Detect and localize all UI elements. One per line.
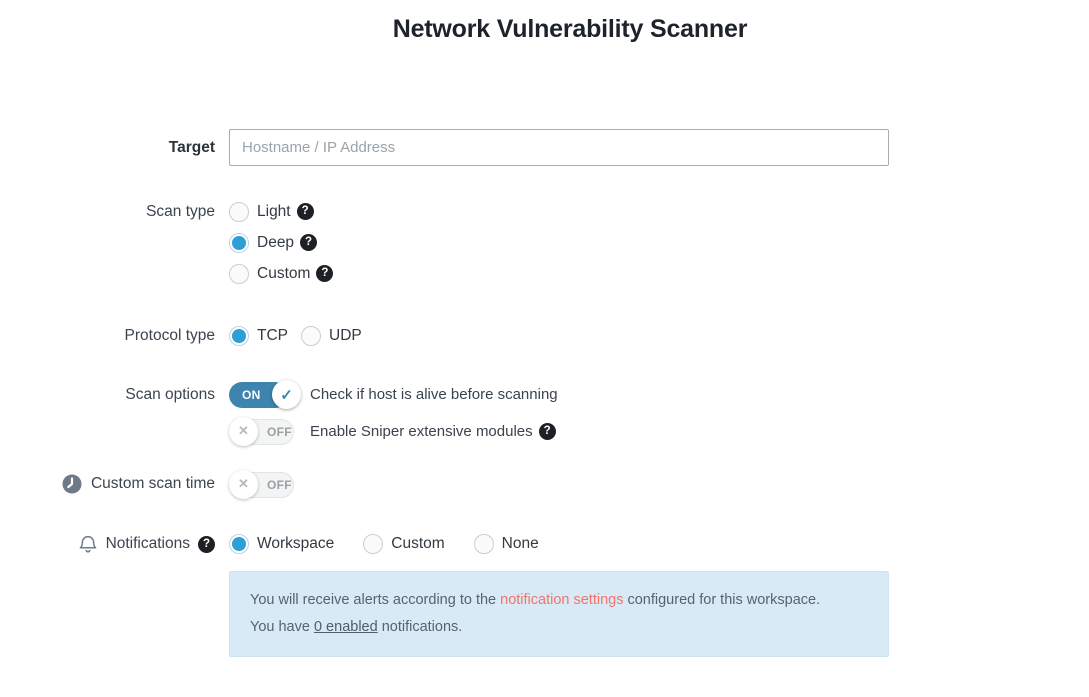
radio-notif-custom[interactable]	[363, 534, 384, 554]
help-icon[interactable]: ?	[316, 265, 334, 282]
radio-deep-label[interactable]: Deep	[257, 233, 295, 251]
toggle-sniper-label: Enable Sniper extensive modules	[310, 422, 533, 440]
radio-tcp[interactable]	[229, 326, 249, 346]
notification-option-workspace[interactable]: Workspace	[229, 534, 334, 554]
protocol-option-tcp[interactable]: TCP	[229, 326, 288, 346]
toggle-knob[interactable]: ✓	[272, 380, 301, 409]
notification-settings-link[interactable]: notification settings	[500, 592, 624, 608]
scan-options-row-sniper: OFF ✕ Enable Sniper extensive modules ?	[0, 416, 556, 446]
radio-udp[interactable]	[301, 326, 321, 346]
enabled-notifications-link[interactable]: 0 enabled	[313, 619, 378, 635]
radio-deep[interactable]	[229, 232, 249, 253]
radio-none[interactable]	[473, 534, 494, 554]
info-line1-suffix: configured for this workspace.	[623, 592, 821, 608]
notifications-row: Notifications ? Workspace Custom None	[0, 529, 539, 559]
target-label: Target	[168, 138, 215, 156]
protocol-type-label: Protocol type	[124, 327, 215, 344]
scan-type-option-light[interactable]: Light ?	[229, 201, 314, 222]
radio-none-label[interactable]: None	[501, 535, 539, 552]
info-line-2: You have 0 enabled notifications.	[250, 614, 868, 641]
notification-option-custom[interactable]: Custom	[363, 534, 445, 554]
info-line-1: You will receive alerts according to the…	[250, 587, 868, 614]
help-icon[interactable]: ?	[296, 203, 314, 220]
toggle-host-alive-label: Check if host is alive before scanning	[310, 386, 558, 403]
toggle-custom-scan-time[interactable]: OFF ✕	[229, 469, 301, 499]
check-icon: ✓	[280, 386, 293, 404]
radio-light[interactable]	[229, 201, 249, 222]
help-icon[interactable]: ?	[300, 234, 318, 251]
notifications-info-box: You will receive alerts according to the…	[229, 571, 889, 657]
protocol-option-udp[interactable]: UDP	[301, 326, 362, 346]
target-input[interactable]	[229, 129, 889, 166]
info-line2-text: You have	[250, 619, 314, 635]
radio-light-label[interactable]: Light	[257, 202, 291, 220]
custom-scan-time-row: Custom scan time OFF ✕	[0, 469, 301, 499]
clock-icon	[62, 474, 82, 494]
help-icon[interactable]: ?	[538, 422, 556, 440]
info-line1-text: You will receive alerts according to the	[250, 592, 501, 608]
radio-udp-label[interactable]: UDP	[329, 327, 362, 344]
scan-options-row-host-alive: Scan options ON ✓ Check if host is alive…	[0, 379, 558, 410]
scan-type-row-custom: Custom ?	[0, 258, 334, 289]
info-line2-suffix: notifications.	[377, 619, 463, 635]
notifications-label: Notifications	[105, 535, 190, 552]
bell-icon	[79, 535, 96, 552]
page-title: Network Vulnerability Scanner	[392, 15, 748, 43]
scan-options-label: Scan options	[125, 385, 215, 403]
radio-workspace-label[interactable]: Workspace	[257, 535, 335, 552]
protocol-type-row: Protocol type TCP UDP	[0, 321, 362, 351]
toggle-knob[interactable]: ✕	[229, 469, 258, 499]
toggle-knob[interactable]: ✕	[229, 416, 258, 446]
help-icon[interactable]: ?	[198, 535, 215, 553]
radio-custom[interactable]	[229, 263, 249, 284]
target-row: Target	[0, 129, 889, 166]
radio-tcp-label[interactable]: TCP	[257, 327, 288, 344]
radio-workspace[interactable]	[229, 534, 249, 554]
scan-type-label: Scan type	[146, 202, 215, 220]
notification-option-none[interactable]: None	[473, 534, 539, 554]
toggle-host-alive[interactable]: ON ✓	[229, 380, 301, 409]
scan-type-option-custom[interactable]: Custom ?	[229, 263, 334, 284]
scan-type-option-deep[interactable]: Deep ?	[229, 232, 318, 253]
toggle-sniper-modules[interactable]: OFF ✕	[229, 416, 301, 446]
radio-notif-custom-label[interactable]: Custom	[391, 535, 445, 552]
radio-custom-label[interactable]: Custom	[257, 264, 311, 282]
custom-scan-time-label: Custom scan time	[90, 475, 215, 492]
cross-icon: ✕	[238, 476, 249, 491]
scan-type-row-light: Scan type Light ?	[0, 196, 314, 227]
scan-type-row-deep: Deep ?	[0, 227, 318, 258]
cross-icon: ✕	[238, 423, 249, 438]
